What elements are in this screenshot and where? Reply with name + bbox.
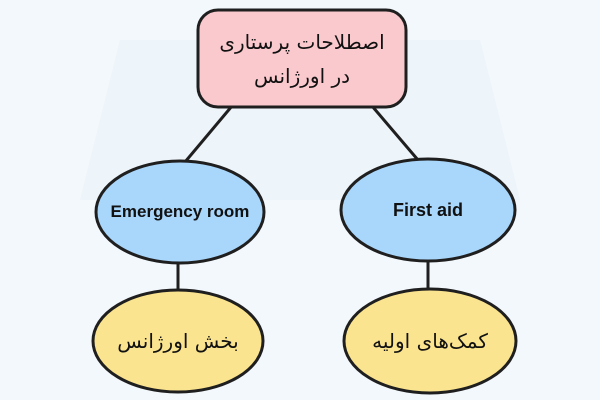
emergency-room-persian-label: بخش اورژانس [117,329,239,353]
first-aid-label: First aid [392,199,463,220]
connector-root-emergency [183,105,234,163]
node-first-aid-persian [342,287,518,395]
root-label: اصطلاحات پرستاری در اورژانس [198,14,406,104]
emergency-room-label: Emergency room [110,202,250,221]
connector-root-firstaid [370,105,420,161]
root-box [196,8,408,109]
root-line-2: در اورژانس [253,64,351,88]
first-aid-persian-label: کمک‌های اولیه [372,329,488,353]
node-emergency-room-persian [91,288,265,394]
node-emergency-room [94,159,266,265]
node-first-aid [339,157,517,263]
root-line-1: اصطلاحات پرستاری [219,30,385,54]
